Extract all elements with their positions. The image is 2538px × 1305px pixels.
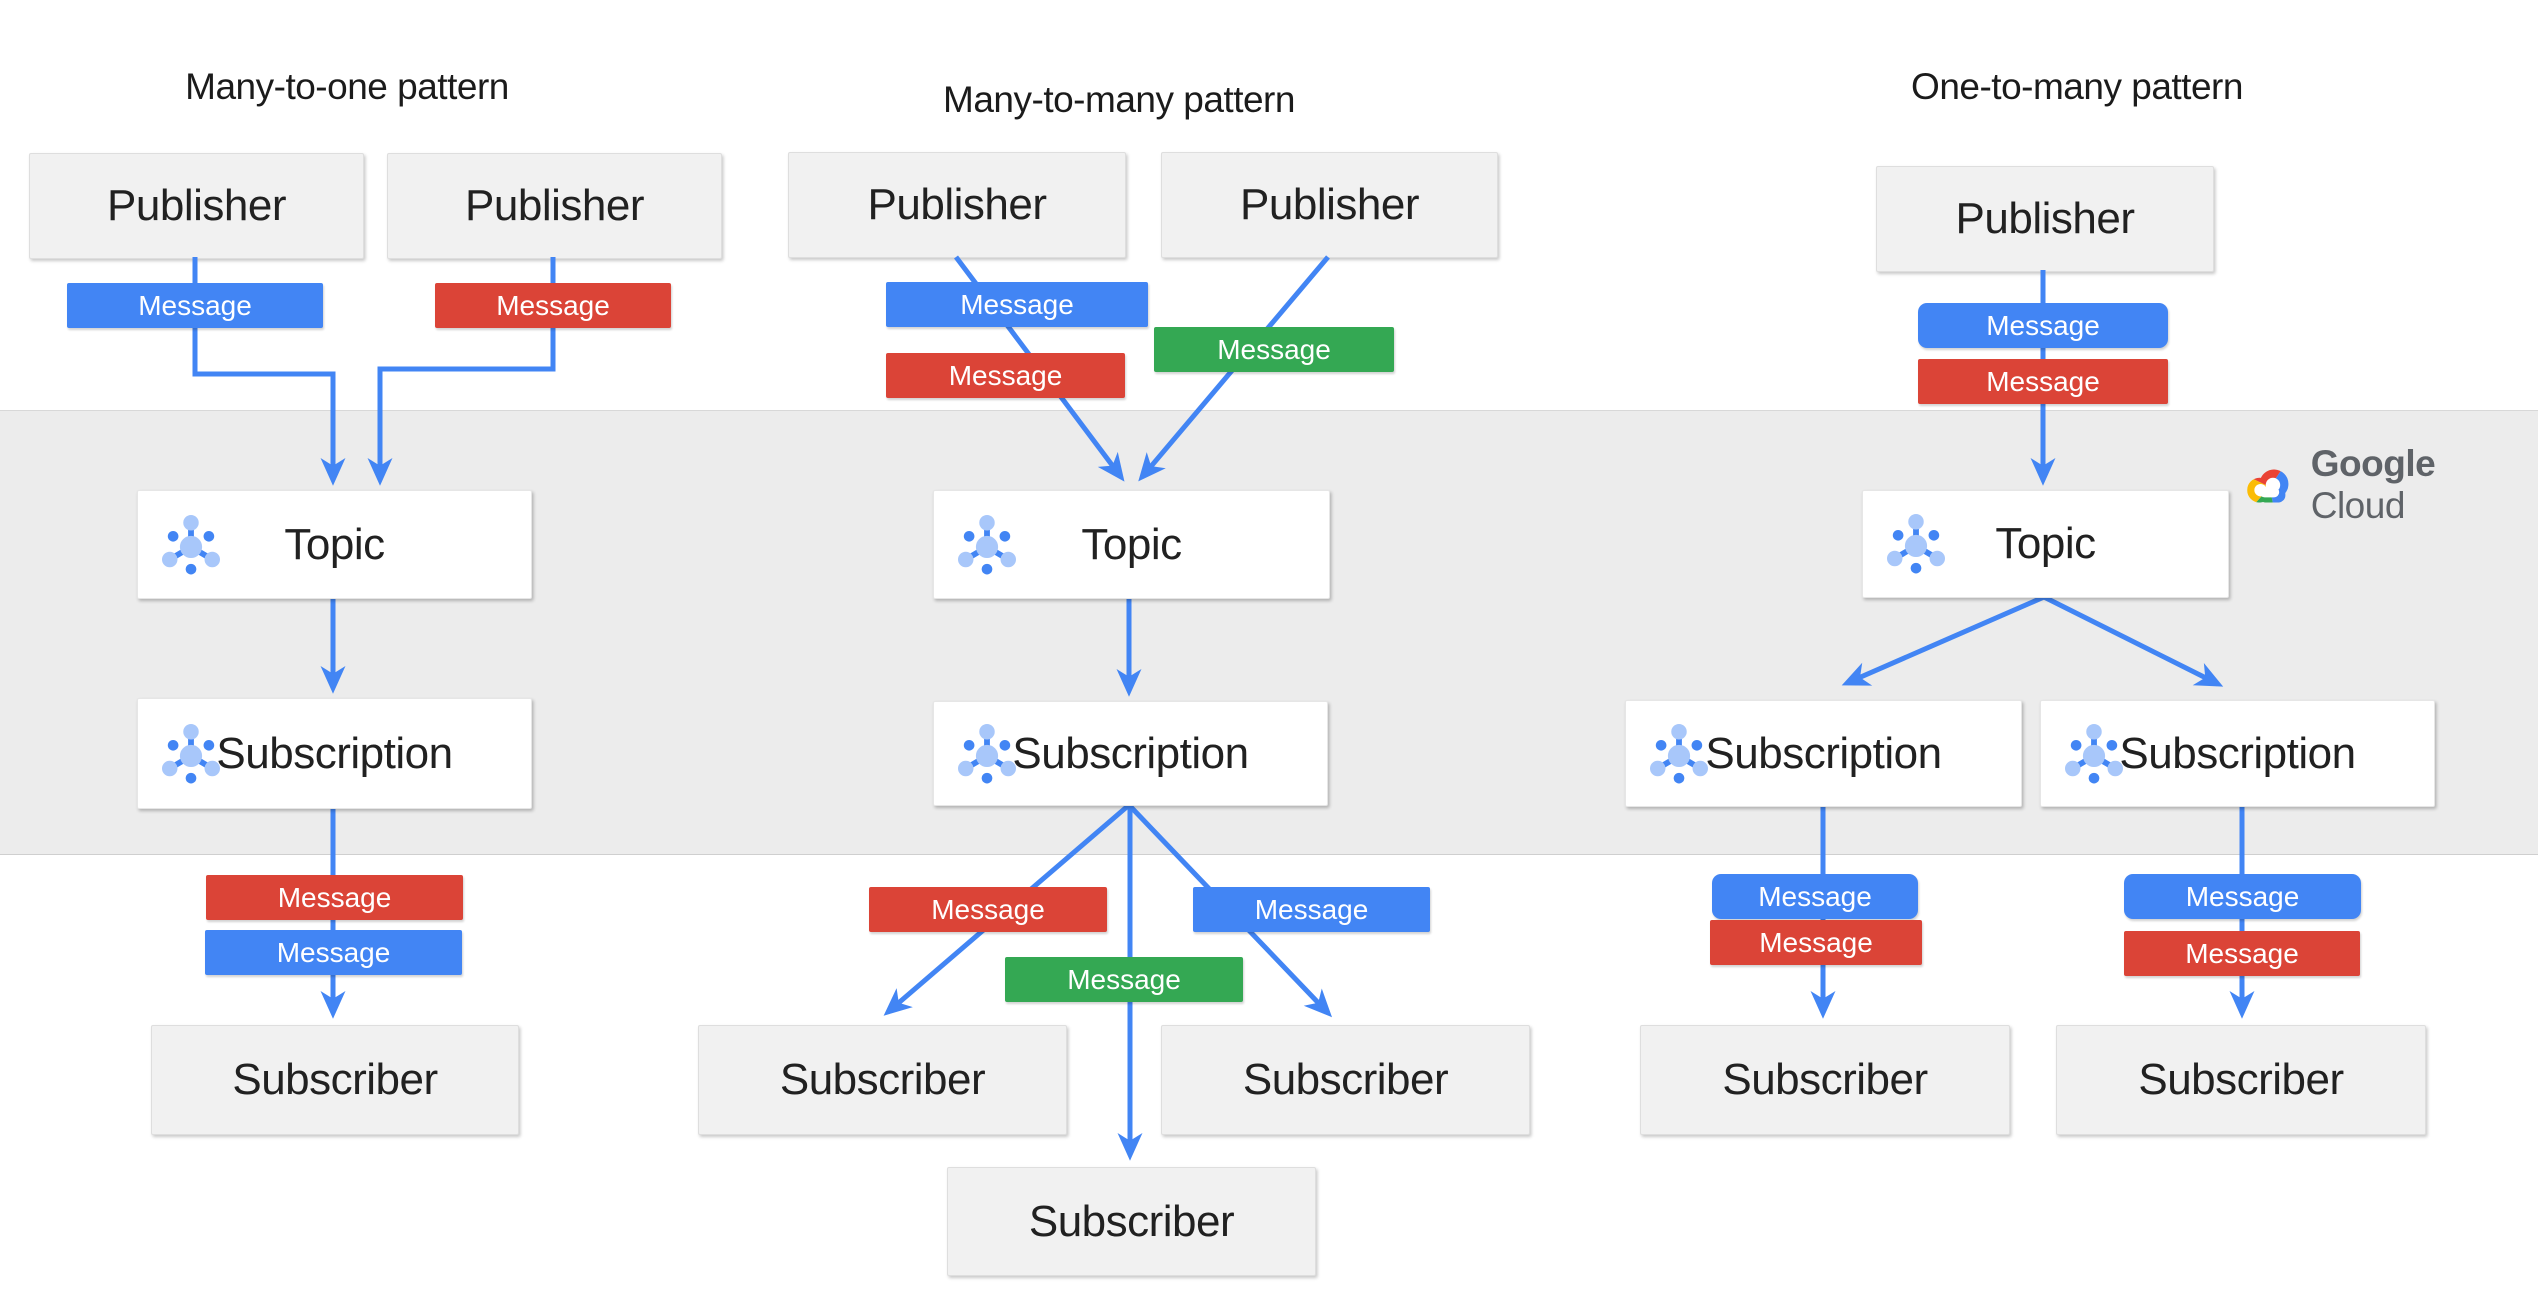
publisher-label: Publisher (867, 180, 1047, 229)
subscriber-box: Subscriber (151, 1025, 519, 1135)
publisher-label: Publisher (465, 181, 644, 230)
publisher-box: Publisher (29, 153, 364, 259)
pubsub-icon (1650, 723, 1708, 783)
publisher-box: Publisher (788, 152, 1126, 258)
pubsub-icon (162, 514, 220, 574)
subscription-box: Subscription (2040, 700, 2435, 807)
subscriber-label: Subscriber (1722, 1055, 1928, 1104)
subscriber-box: Subscriber (1161, 1025, 1530, 1135)
subscription-label: Subscription (1012, 728, 1249, 778)
message-badge-red: Message (206, 875, 463, 920)
pubsub-icon (162, 723, 220, 783)
topic-box: Topic (1862, 490, 2229, 598)
google-cloud-icon (2247, 468, 2289, 503)
subscription-box: Subscription (1625, 700, 2022, 807)
message-badge-blue: Message (1918, 303, 2168, 348)
publisher-label: Publisher (1955, 194, 2135, 243)
subscriber-label: Subscriber (2138, 1055, 2344, 1104)
topic-label: Topic (1081, 519, 1182, 569)
subscriber-label: Subscriber (232, 1055, 438, 1104)
google-cloud-wordmark: Google Cloud (2311, 443, 2538, 527)
subscriber-label: Subscriber (1242, 1055, 1449, 1104)
topic-label: Topic (1995, 519, 2096, 568)
message-badge-blue: Message (1712, 874, 1918, 919)
google-cloud-logo: Google Cloud (2243, 443, 2538, 527)
message-badge-blue: Message (205, 930, 462, 975)
subscriber-box: Subscriber (947, 1167, 1316, 1276)
arrow-p3-topic-subscription-left (1841, 594, 2046, 686)
pubsub-icon (2065, 723, 2123, 783)
message-badge-blue: Message (67, 283, 323, 328)
message-badge-red: Message (1710, 920, 1922, 965)
message-badge-red: Message (435, 283, 671, 328)
publisher-label: Publisher (107, 181, 286, 230)
subscription-box: Subscription (933, 701, 1328, 806)
subscription-label: Subscription (2119, 728, 2356, 778)
message-badge-green: Message (1005, 957, 1243, 1002)
message-badge-red: Message (1918, 359, 2168, 404)
subscriber-box: Subscriber (1640, 1025, 2010, 1135)
publisher-box: Publisher (1876, 166, 2214, 272)
subscription-label: Subscription (216, 728, 453, 778)
subscriber-box: Subscriber (2056, 1025, 2426, 1135)
cloud-text: Cloud (2310, 485, 2406, 526)
title-many-to-many: Many-to-many pattern (943, 79, 1295, 120)
arrow-p3-topic-subscription-right (2042, 594, 2224, 687)
message-badge-green: Message (1154, 327, 1394, 372)
title-one-to-many: One-to-many pattern (1911, 66, 2243, 107)
message-badge-blue: Message (886, 282, 1148, 327)
subscriber-label: Subscriber (1028, 1196, 1235, 1246)
subscriber-label: Subscriber (779, 1055, 986, 1104)
topic-label: Topic (284, 519, 385, 569)
title-many-to-one: Many-to-one pattern (185, 66, 509, 107)
topic-box: Topic (137, 490, 532, 599)
message-badge-red: Message (2124, 931, 2360, 976)
publisher-label: Publisher (1240, 180, 1419, 229)
pubsub-icon (1887, 514, 1945, 574)
message-badge-blue: Message (2124, 874, 2361, 919)
google-text: Google (2310, 443, 2436, 484)
message-badge-red: Message (869, 887, 1107, 932)
publisher-box: Publisher (1161, 152, 1498, 258)
pubsub-icon (958, 723, 1016, 783)
message-badge-red: Message (886, 353, 1125, 398)
pubsub-icon (958, 514, 1016, 574)
subscription-box: Subscription (137, 698, 532, 809)
message-badge-blue: Message (1193, 887, 1430, 932)
subscription-label: Subscription (1705, 728, 1942, 778)
subscriber-box: Subscriber (698, 1025, 1067, 1135)
publisher-box: Publisher (387, 153, 722, 259)
topic-box: Topic (933, 490, 1330, 599)
